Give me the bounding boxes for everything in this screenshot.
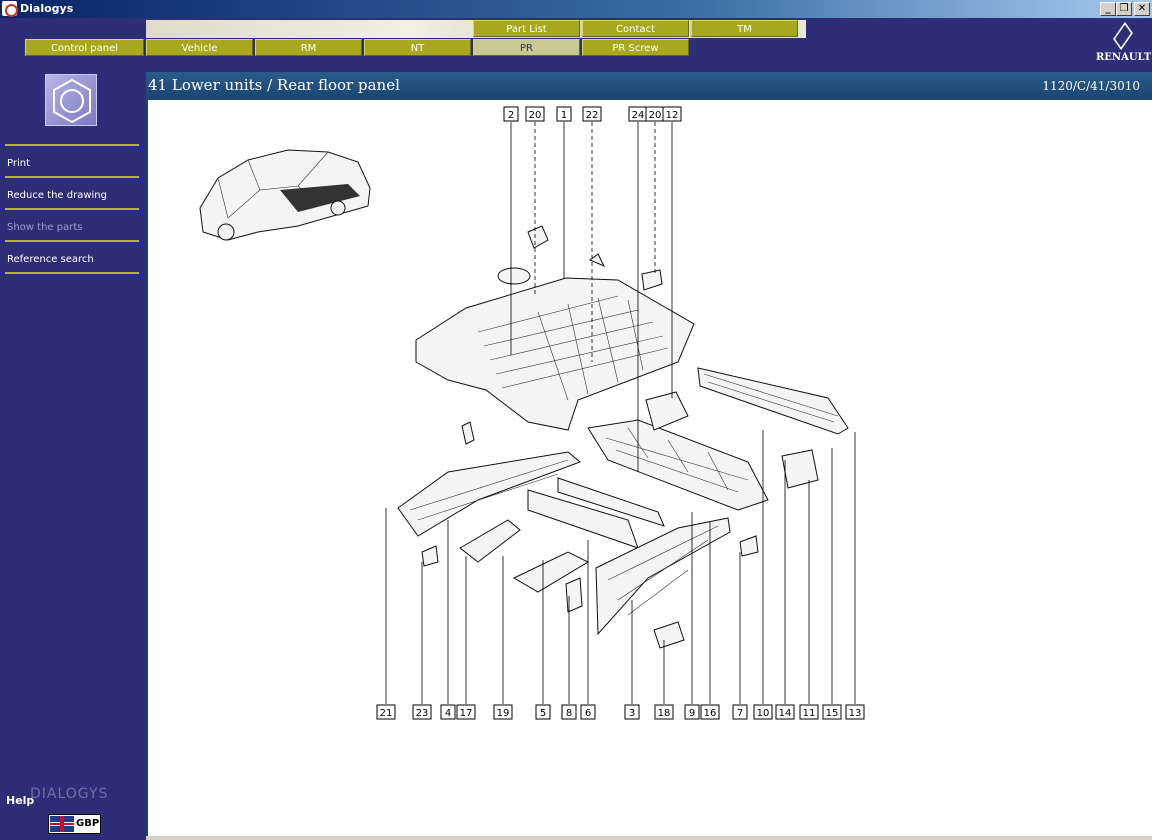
callout-10[interactable]: 10 bbox=[753, 704, 773, 720]
menu-reduce-drawing[interactable]: Reduce the drawing bbox=[7, 190, 107, 201]
svg-text:21: 21 bbox=[380, 708, 393, 719]
svg-text:19: 19 bbox=[497, 708, 510, 719]
callout-20-b[interactable]: 20 bbox=[645, 106, 665, 122]
leader-lines bbox=[385, 122, 856, 704]
callout-20[interactable]: 20 bbox=[525, 106, 545, 122]
minimize-button[interactable]: _ bbox=[1100, 2, 1116, 16]
callout-7[interactable]: 7 bbox=[732, 704, 748, 720]
drawing-reference: 1120/C/41/3010 bbox=[1042, 79, 1140, 93]
svg-text:17: 17 bbox=[460, 708, 473, 719]
callout-12[interactable]: 12 bbox=[662, 106, 682, 122]
callout-5[interactable]: 5 bbox=[535, 704, 551, 720]
menu-print[interactable]: Print bbox=[7, 158, 31, 169]
svg-text:14: 14 bbox=[779, 708, 792, 719]
svg-text:6: 6 bbox=[585, 708, 591, 719]
top-navigation: Part List Contact TM Control panel Vehic… bbox=[0, 18, 1152, 72]
close-button[interactable]: ✕ bbox=[1134, 2, 1150, 16]
callout-2[interactable]: 2 bbox=[503, 106, 519, 122]
svg-text:1: 1 bbox=[561, 110, 567, 121]
exploded-drawing: 2 20 1 22 24 20 12 21 23 4 17 19 5 8 6 3… bbox=[146, 100, 1152, 836]
svg-text:20: 20 bbox=[529, 110, 542, 121]
content-header: 41 Lower units / Rear floor panel 1120/C… bbox=[146, 72, 1152, 100]
tab-pr[interactable]: PR bbox=[473, 39, 580, 56]
callout-11[interactable]: 11 bbox=[799, 704, 819, 720]
callout-14[interactable]: 14 bbox=[775, 704, 795, 720]
svg-text:4: 4 bbox=[445, 708, 451, 719]
tab-contact[interactable]: Contact bbox=[582, 20, 689, 37]
svg-text:10: 10 bbox=[757, 708, 770, 719]
menu-divider bbox=[5, 208, 139, 210]
renault-logo: RENAULT bbox=[1096, 21, 1152, 70]
tab-control-panel[interactable]: Control panel bbox=[25, 39, 144, 56]
lower-structure-parts bbox=[397, 367, 849, 649]
language-code: GBP bbox=[76, 818, 100, 829]
app-icon bbox=[2, 1, 18, 17]
menu-divider bbox=[5, 272, 139, 274]
brand-name: RENAULT bbox=[1096, 52, 1152, 63]
window-title: Dialogys bbox=[20, 2, 74, 15]
menu-divider bbox=[5, 144, 139, 146]
exploded-view-svg: 2 20 1 22 24 20 12 21 23 4 17 19 5 8 6 3… bbox=[199, 106, 865, 720]
rear-floor-panel bbox=[415, 225, 695, 431]
tab-nt[interactable]: NT bbox=[364, 39, 471, 56]
svg-text:22: 22 bbox=[586, 110, 599, 121]
tab-tm[interactable]: TM bbox=[691, 20, 798, 37]
callout-19[interactable]: 19 bbox=[493, 704, 513, 720]
renault-diamond-icon bbox=[1113, 21, 1133, 51]
svg-text:3: 3 bbox=[629, 708, 635, 719]
callout-23[interactable]: 23 bbox=[412, 704, 432, 720]
callout-4[interactable]: 4 bbox=[440, 704, 456, 720]
callout-24[interactable]: 24 bbox=[628, 106, 648, 122]
hex-nut-icon bbox=[45, 74, 97, 126]
car-locator-thumbnail bbox=[199, 149, 371, 241]
svg-text:7: 7 bbox=[737, 708, 743, 719]
callout-8[interactable]: 8 bbox=[561, 704, 577, 720]
svg-text:20: 20 bbox=[649, 110, 662, 121]
uk-flag-icon bbox=[50, 816, 74, 832]
svg-text:24: 24 bbox=[632, 110, 645, 121]
menu-divider bbox=[5, 240, 139, 242]
svg-text:12: 12 bbox=[666, 110, 679, 121]
callout-21[interactable]: 21 bbox=[376, 704, 396, 720]
tab-vehicle[interactable]: Vehicle bbox=[146, 39, 253, 56]
callout-15[interactable]: 15 bbox=[822, 704, 842, 720]
callout-1[interactable]: 1 bbox=[556, 106, 572, 122]
tab-pr-screw[interactable]: PR Screw bbox=[582, 39, 689, 56]
svg-text:11: 11 bbox=[803, 708, 816, 719]
tab-part-list[interactable]: Part List bbox=[473, 20, 580, 37]
menu-show-parts: Show the parts bbox=[7, 222, 83, 233]
menu-divider bbox=[5, 176, 139, 178]
svg-text:13: 13 bbox=[849, 708, 862, 719]
svg-text:16: 16 bbox=[704, 708, 717, 719]
tab-rm[interactable]: RM bbox=[255, 39, 362, 56]
help-link[interactable]: Help bbox=[6, 794, 35, 807]
callout-3[interactable]: 3 bbox=[624, 704, 640, 720]
svg-text:18: 18 bbox=[658, 708, 671, 719]
menu-reference-search[interactable]: Reference search bbox=[7, 254, 94, 265]
svg-text:9: 9 bbox=[689, 708, 695, 719]
callout-18[interactable]: 18 bbox=[654, 704, 674, 720]
language-selector[interactable]: GBP bbox=[48, 814, 101, 834]
callout-9[interactable]: 9 bbox=[684, 704, 700, 720]
restore-button[interactable]: ❐ bbox=[1116, 2, 1132, 16]
svg-text:23: 23 bbox=[416, 708, 429, 719]
sidebar: Print Reduce the drawing Show the parts … bbox=[0, 72, 146, 840]
dialogys-watermark: DIALOGYS bbox=[30, 786, 109, 802]
callout-22[interactable]: 22 bbox=[582, 106, 602, 122]
callout-17[interactable]: 17 bbox=[456, 704, 476, 720]
bottom-border bbox=[146, 836, 1152, 840]
page-title: 41 Lower units / Rear floor panel bbox=[148, 76, 400, 94]
svg-text:8: 8 bbox=[566, 708, 572, 719]
svg-text:15: 15 bbox=[826, 708, 839, 719]
svg-text:5: 5 bbox=[540, 708, 546, 719]
callout-13[interactable]: 13 bbox=[845, 704, 865, 720]
svg-text:2: 2 bbox=[508, 110, 514, 121]
window-titlebar: Dialogys _ ❐ ✕ bbox=[0, 0, 1152, 18]
callout-6[interactable]: 6 bbox=[580, 704, 596, 720]
callout-16[interactable]: 16 bbox=[700, 704, 720, 720]
